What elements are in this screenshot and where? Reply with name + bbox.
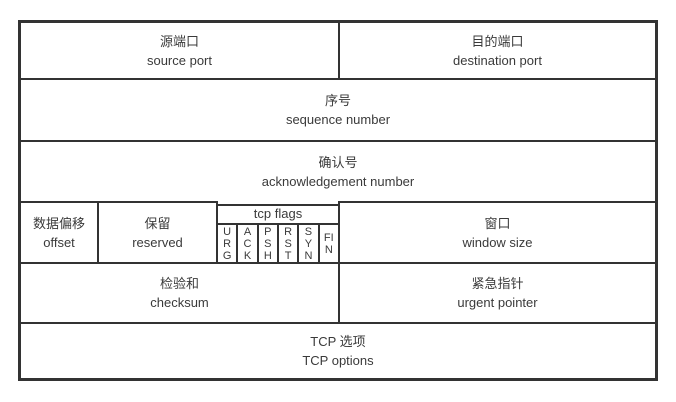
- field-tcp-flags: tcp flags URG ACK PSH RST: [216, 201, 338, 262]
- tcp-flags-box: tcp flags URG ACK PSH RST: [218, 204, 338, 262]
- flag-urg-label: URG: [222, 225, 232, 262]
- window-size-label-zh: 窗口: [484, 215, 511, 231]
- flag-cell-rst: RST: [276, 225, 297, 262]
- field-destination-port: 目的端口 destination port: [338, 23, 655, 78]
- field-reserved: 保留 reserved: [97, 201, 216, 262]
- field-tcp-options: TCP 选项 TCP options: [21, 324, 655, 378]
- tcp-flags-cells: URG ACK PSH RST SYN: [218, 225, 338, 262]
- sequence-number-label-en: sequence number: [285, 112, 391, 127]
- row-ports: 源端口 source port 目的端口 destination port: [21, 23, 655, 78]
- row-acknowledgement-number: 确认号 acknowledgement number: [21, 140, 655, 201]
- checksum-label-zh: 检验和: [159, 276, 199, 291]
- flag-cell-syn: SYN: [297, 225, 317, 262]
- flag-psh-label: PSH: [263, 225, 272, 262]
- data-offset-label-en: offset: [43, 234, 75, 250]
- field-window-size: 窗口 window size: [338, 201, 655, 262]
- tcp-options-label-zh: TCP 选项: [310, 334, 366, 349]
- field-checksum: 检验和 checksum: [21, 264, 338, 322]
- field-urgent-pointer: 紧急指针 urgent pointer: [338, 264, 655, 322]
- reserved-label-en: reserved: [132, 234, 183, 250]
- tcp-header-table: 源端口 source port 目的端口 destination port 序号…: [18, 20, 658, 381]
- sequence-number-label-zh: 序号: [324, 93, 351, 108]
- acknowledgement-number-label-en: acknowledgement number: [261, 173, 415, 189]
- window-size-label-en: window size: [462, 234, 533, 250]
- row-tcp-options: TCP 选项 TCP options: [21, 322, 655, 378]
- flag-cell-fin: FIN: [317, 225, 338, 262]
- urgent-pointer-label-zh: 紧急指针: [471, 276, 524, 291]
- destination-port-label-en: destination port: [453, 52, 542, 68]
- row-offset-reserved-flags-window: 数据偏移 offset 保留 reserved tcp flags URG AC…: [21, 201, 655, 262]
- flag-cell-psh: PSH: [256, 225, 277, 262]
- acknowledgement-number-label-zh: 确认号: [318, 154, 358, 170]
- data-offset-label-zh: 数据偏移: [32, 215, 85, 231]
- field-sequence-number: 序号 sequence number: [21, 80, 655, 140]
- flag-syn-label: SYN: [304, 225, 313, 262]
- field-data-offset: 数据偏移 offset: [21, 201, 97, 262]
- checksum-label-en: checksum: [150, 295, 209, 310]
- source-port-label-zh: 源端口: [159, 33, 199, 49]
- destination-port-label-zh: 目的端口: [471, 33, 524, 49]
- source-port-label-en: source port: [146, 52, 213, 68]
- flag-cell-urg: URG: [218, 225, 236, 262]
- flag-fin-label: FIN: [323, 231, 334, 256]
- flag-cell-ack: ACK: [236, 225, 256, 262]
- flag-ack-label: ACK: [243, 225, 252, 262]
- urgent-pointer-label-en: urgent pointer: [457, 295, 538, 310]
- flag-rst-label: RST: [284, 225, 293, 262]
- field-source-port: 源端口 source port: [21, 23, 338, 78]
- row-checksum-urgent-pointer: 检验和 checksum 紧急指针 urgent pointer: [21, 262, 655, 322]
- tcp-flags-label: tcp flags: [218, 206, 338, 225]
- tcp-options-label-en: TCP options: [302, 353, 374, 368]
- reserved-label-zh: 保留: [144, 215, 171, 231]
- row-sequence-number: 序号 sequence number: [21, 78, 655, 140]
- field-acknowledgement-number: 确认号 acknowledgement number: [21, 142, 655, 201]
